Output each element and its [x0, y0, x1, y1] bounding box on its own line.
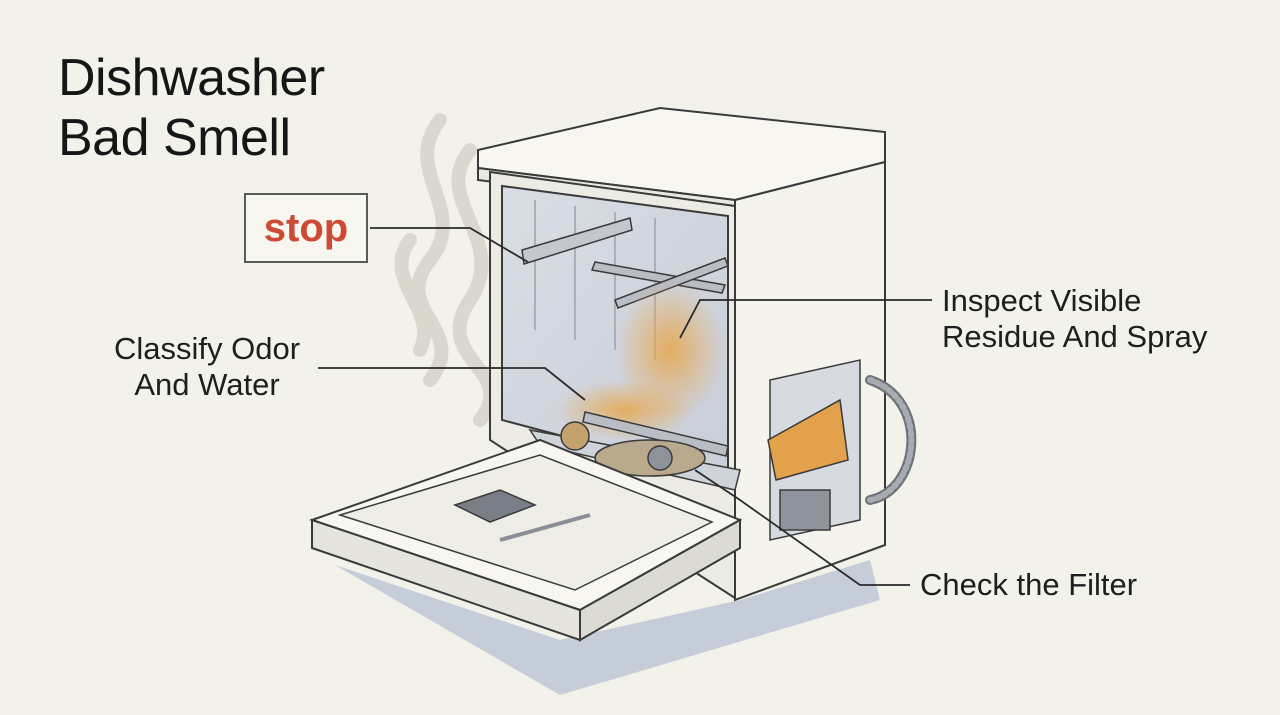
smell-wisps: [394, 113, 498, 427]
callout-inspect-line-1: Inspect Visible: [942, 283, 1142, 318]
lower-spray-arm: [582, 411, 729, 457]
title-line-2: Bad Smell: [58, 109, 291, 167]
callout-filter: Check the Filter: [920, 567, 1137, 603]
leader-classify: [318, 367, 586, 401]
title-line-1: Dishwasher: [58, 49, 325, 107]
door-inner: [337, 454, 714, 591]
pump-housing: [767, 398, 849, 481]
leader-stop: [370, 227, 529, 263]
filter-cap: [647, 445, 673, 471]
sprayer-hub: [560, 421, 590, 451]
leader-lines: [318, 227, 932, 586]
motor: [779, 489, 831, 531]
stop-label: stop: [263, 205, 349, 250]
page-title: Dishwasher Bad Smell: [58, 48, 325, 168]
floor-shadow: [335, 560, 880, 695]
callout-filter-line-1: Check the Filter: [920, 567, 1138, 602]
callout-inspect: Inspect Visible Residue And Spray: [942, 283, 1207, 355]
leader-inspect: [679, 299, 932, 339]
detergent-dispenser: [453, 489, 538, 523]
leader-filter: [694, 469, 910, 586]
callout-classify-line-1: Classify Odor: [113, 331, 301, 366]
callout-inspect-line-2: Residue And Spray: [942, 319, 1208, 354]
callout-classify: Classify Odor And Water: [104, 331, 310, 403]
callout-classify-line-2: And Water: [134, 367, 280, 402]
stop-badge: stop: [244, 193, 368, 263]
